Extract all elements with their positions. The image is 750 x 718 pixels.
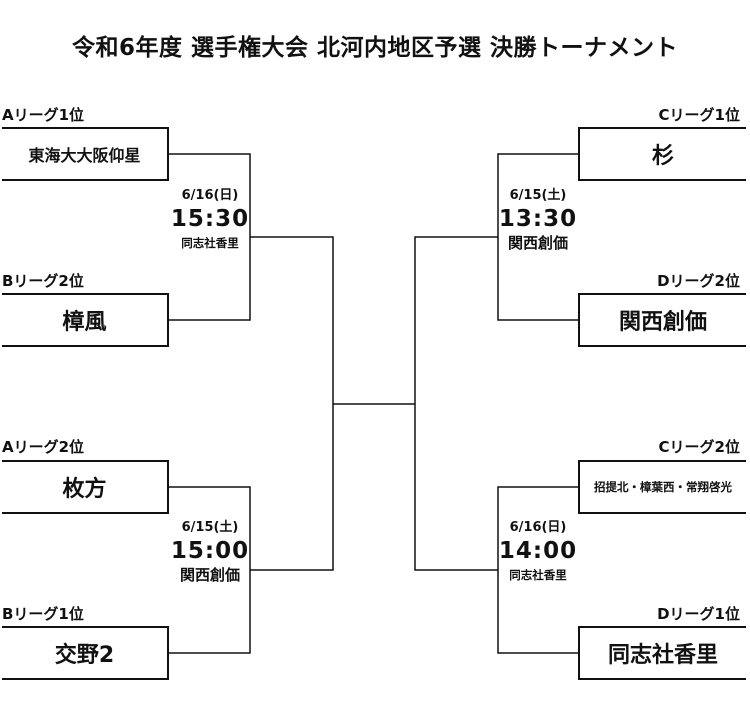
slot-label-left-4: Bリーグ1位 [2,605,84,623]
team-box-left-2: 樟風 [2,293,169,347]
team-name: 同志社香里 [607,643,718,668]
team-box-right-1: 杉 [578,127,746,181]
match-time: 13:30 [498,206,578,232]
match-date: 6/16(日) [181,188,239,203]
slot-label-left-1: Aリーグ1位 [2,106,85,124]
team-name: 枚方 [62,477,107,502]
match-info-left-bottom: 6/15(土) 15:00 関西創価 [155,520,265,584]
team-box-left-4: 交野2 [2,626,169,680]
slot-label-right-4: Dリーグ1位 [657,605,740,623]
match-info-right-top: 6/15(土) 13:30 関西創価 [483,188,593,252]
slot-label-left-3: Aリーグ2位 [2,438,85,456]
match-info-left-top: 6/16(日) 15:30 同志社香里 [155,188,265,252]
team-name: 樟風 [62,310,107,335]
match-date: 6/16(日) [509,520,567,535]
team-box-left-3: 枚方 [2,460,169,514]
team-box-right-4: 同志社香里 [578,626,746,680]
team-box-right-3: 招提北・樟葉西・常翔啓光 [578,460,746,514]
team-name: 招提北・樟葉西・常翔啓光 [594,480,732,494]
team-name: 杉 [651,144,674,169]
team-box-left-1: 東海大大阪仰星 [2,127,169,181]
match-venue: 関西創価 [507,234,568,252]
slot-label-right-2: Dリーグ2位 [657,272,740,290]
slot-label-right-3: Cリーグ2位 [658,438,740,456]
team-name: 東海大大阪仰星 [28,146,141,165]
team-name: 交野2 [54,643,115,668]
match-venue: 同志社香里 [509,568,567,582]
match-info-right-bottom: 6/16(日) 14:00 同志社香里 [483,520,593,584]
match-date: 6/15(土) [181,520,239,535]
slot-label-right-1: Cリーグ1位 [658,106,740,124]
match-date: 6/15(土) [509,188,567,203]
match-time: 15:30 [170,206,250,232]
match-time: 15:00 [170,538,250,564]
page-title: 令和6年度 選手権大会 北河内地区予選 決勝トーナメント [71,35,679,61]
team-name: 関西創価 [618,310,707,335]
match-venue: 関西創価 [179,566,240,584]
match-time: 14:00 [498,538,578,564]
match-venue: 同志社香里 [181,236,239,250]
team-box-right-2: 関西創価 [578,293,746,347]
slot-label-left-2: Bリーグ2位 [2,272,84,290]
